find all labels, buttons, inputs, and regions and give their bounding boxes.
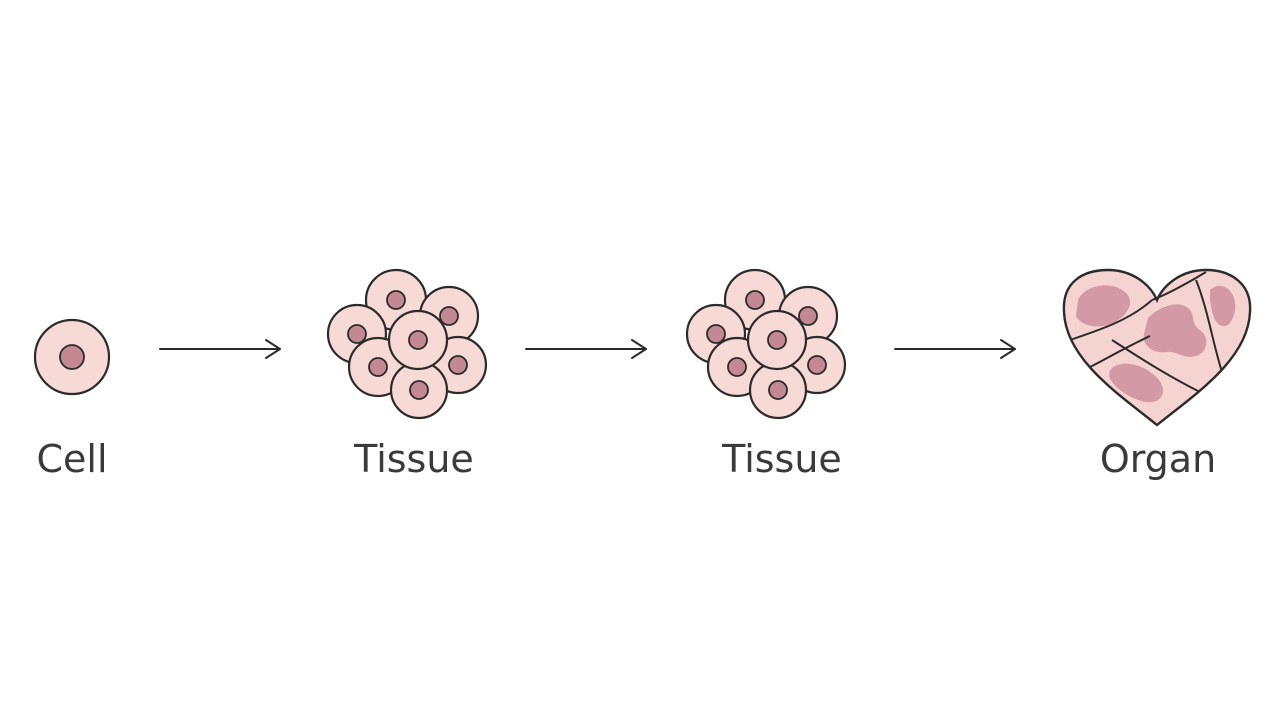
- tissue-cell-nucleus-2: [798, 306, 818, 326]
- stage-label-tissue-2: Tissue: [722, 437, 842, 481]
- tissue-cell-nucleus-1: [745, 290, 765, 310]
- tissue-cell-nucleus-3: [347, 324, 367, 344]
- single-cell-icon: [33, 318, 111, 396]
- cell-cluster-icon: [326, 268, 488, 420]
- cell-cluster-icon: [685, 268, 847, 420]
- heart-organ-icon: [1062, 268, 1252, 427]
- stage-label-organ: Organ: [1099, 437, 1217, 481]
- stage-label-cell: Cell: [36, 437, 108, 481]
- right-arrow-icon: [894, 339, 1016, 359]
- tissue-cell-nucleus-3: [706, 324, 726, 344]
- tissue-cell-nucleus-1: [386, 290, 406, 310]
- tissue-cell-nucleus-6: [768, 380, 788, 400]
- tissue-cell-nucleus-4: [807, 355, 827, 375]
- right-arrow-icon: [159, 339, 281, 359]
- tissue-cell-nucleus-7: [767, 330, 787, 350]
- right-arrow-icon: [525, 339, 647, 359]
- tissue-cell-nucleus-2: [439, 306, 459, 326]
- stage-label-tissue-1: Tissue: [354, 437, 474, 481]
- tissue-cell-nucleus-5: [368, 357, 388, 377]
- tissue-cell-nucleus-6: [409, 380, 429, 400]
- tissue-cell-nucleus-4: [448, 355, 468, 375]
- tissue-cell-nucleus-5: [727, 357, 747, 377]
- tissue-cell-nucleus-7: [408, 330, 428, 350]
